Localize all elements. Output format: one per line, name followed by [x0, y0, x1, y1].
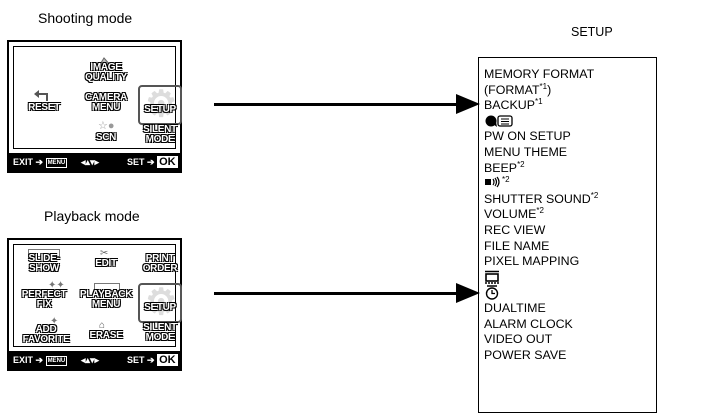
- slideshow-icon: [28, 249, 60, 257]
- menu-item-perfect-fix[interactable]: PERFECT FIX: [21, 289, 67, 310]
- menu-item-reset[interactable]: RESET: [28, 102, 60, 113]
- setup-item-power-save: POWER SAVE: [484, 347, 567, 362]
- menu-item-erase[interactable]: ERASE: [89, 330, 123, 341]
- ok-button-icon: OK: [157, 156, 178, 168]
- sound-icon: [485, 176, 500, 188]
- camera-menu-icon: [98, 88, 112, 100]
- setup-item-format: (FORMAT*1): [484, 81, 552, 97]
- exit-hint: EXIT ➔ MENU: [13, 157, 68, 168]
- perfect-fix-icon: ✦✦: [48, 280, 65, 291]
- setup-item-beep: BEEP*2: [484, 159, 525, 175]
- setup-panel-title: SETUP: [571, 25, 613, 39]
- setup-item-memory-format: MEMORY FORMAT: [484, 67, 595, 81]
- arrow-from-shooting-setup: [214, 103, 458, 106]
- ok-button-icon: OK: [157, 354, 178, 366]
- arrow-head-shooting: [456, 94, 480, 114]
- setup-item-list: MEMORY FORMAT (FORMAT*1) BACKUP*1 PW ON …: [484, 67, 598, 363]
- arrow-pad-icon: ◂▴▾▸: [81, 157, 100, 167]
- reset-arrow-icon: [34, 89, 50, 101]
- monitor-brightness-icon: [485, 270, 499, 284]
- setup-item-alarm-clock: ALARM CLOCK: [484, 316, 573, 331]
- menu-bottom-bar: EXIT ➔ MENU ◂▴▾▸ SET ➔ OK: [9, 351, 180, 369]
- setup-item-monitor-brightness: [484, 270, 598, 286]
- setup-item-video-out: VIDEO OUT: [484, 332, 553, 347]
- shooting-mode-title: Shooting mode: [38, 10, 133, 26]
- clock-icon: [485, 285, 499, 301]
- playback-menu-area: SLIDE- SHOW ✂ EDIT PRINT ORDER ✦✦ PERFEC…: [13, 244, 182, 347]
- image-quality-icon: [98, 54, 113, 67]
- menu-bottom-bar: EXIT ➔ MENU ◂▴▾▸ SET ➔ OK: [9, 153, 180, 171]
- setup-selection-frame: [138, 85, 182, 125]
- menu-item-setup[interactable]: SETUP: [144, 104, 176, 115]
- setup-item-menu-theme: MENU THEME: [484, 144, 568, 159]
- setup-item-rec-view: REC VIEW: [484, 222, 546, 237]
- menu-item-setup[interactable]: SETUP: [144, 302, 176, 313]
- setup-item-file-name: FILE NAME: [484, 238, 550, 253]
- add-favorite-icon: ✦: [50, 316, 59, 327]
- exit-hint: EXIT ➔ MENU: [13, 355, 68, 366]
- shooting-mode-menu-screen: IMAGE QUALITY RESET CAMERA MENU ⚙ SETUP …: [7, 40, 182, 173]
- scn-icon: ☆●: [98, 120, 115, 132]
- setup-item-pixel-mapping: PIXEL MAPPING: [484, 254, 580, 269]
- setup-icon: ⚙: [145, 281, 178, 322]
- menu-item-silent-mode[interactable]: SILENT MODE: [143, 322, 177, 343]
- setup-item-pw-on-setup: PW ON SETUP: [484, 129, 571, 144]
- menu-item-scn[interactable]: SCN: [95, 132, 117, 143]
- erase-icon: ⌂: [99, 320, 106, 331]
- playback-mode-title: Playback mode: [44, 208, 140, 224]
- set-hint: SET ➔ OK: [127, 354, 178, 366]
- menu-item-camera-menu[interactable]: CAMERA MENU: [84, 92, 128, 113]
- menu-item-playback-menu[interactable]: PLAYBACK MENU: [79, 289, 133, 310]
- set-hint: SET ➔ OK: [127, 156, 178, 168]
- menu-item-add-favorite[interactable]: ADD FAVORITE: [22, 324, 70, 345]
- arrow-from-playback-setup: [214, 292, 458, 295]
- setup-item-volume: VOLUME*2: [484, 206, 544, 222]
- menu-item-edit[interactable]: EDIT: [95, 258, 117, 269]
- arrow-pad-icon: ◂▴▾▸: [81, 355, 100, 365]
- setup-menu-panel: MEMORY FORMAT (FORMAT*1) BACKUP*1 PW ON …: [478, 57, 657, 413]
- setup-item-clock: [484, 285, 598, 301]
- setup-icon: ⚙: [145, 83, 178, 124]
- setup-item-language: [484, 114, 598, 130]
- menu-button-icon: MENU: [45, 157, 68, 168]
- setup-item-shutter-sound: SHUTTER SOUND*2: [484, 190, 599, 206]
- setup-item-dualtime: DUALTIME: [484, 300, 546, 315]
- playback-menu-icon: [94, 283, 120, 291]
- menu-item-slideshow[interactable]: SLIDE- SHOW: [28, 253, 60, 274]
- arrow-head-playback: [456, 283, 480, 303]
- shooting-menu-area: IMAGE QUALITY RESET CAMERA MENU ⚙ SETUP …: [13, 46, 182, 149]
- setup-selection-frame: [138, 283, 182, 323]
- menu-button-icon: MENU: [45, 355, 68, 366]
- menu-item-print-order[interactable]: PRINT ORDER: [142, 253, 178, 274]
- menu-item-image-quality[interactable]: IMAGE QUALITY: [85, 62, 127, 83]
- language-icon: [485, 115, 513, 127]
- menu-item-silent-mode[interactable]: SILENT MODE: [143, 124, 177, 145]
- playback-mode-menu-screen: SLIDE- SHOW ✂ EDIT PRINT ORDER ✦✦ PERFEC…: [7, 238, 182, 371]
- setup-item-backup: BACKUP*1: [484, 97, 543, 113]
- edit-icon: ✂: [100, 248, 109, 259]
- setup-item-sound: *2: [484, 176, 598, 192]
